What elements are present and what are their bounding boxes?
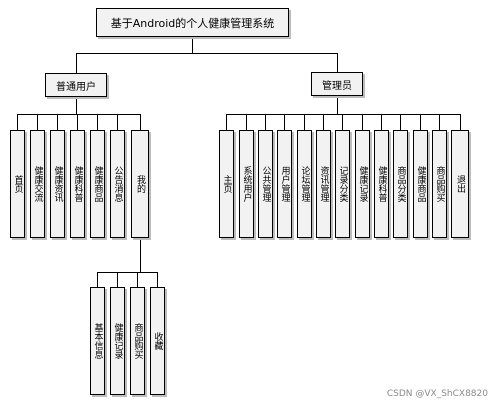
user-leaf: 首页 <box>10 130 25 238</box>
user-leaf: 健康商品 <box>90 130 105 238</box>
user-group-box: 普通用户 <box>45 73 107 97</box>
admin-leaf: 资讯管理 <box>316 130 331 238</box>
admin-leaf: 商品分类 <box>393 130 408 238</box>
system-title: 基于Android的个人健康管理系统 <box>110 16 275 30</box>
my-sub-leaf: 基本信息 <box>90 287 105 395</box>
admin-leaf: 系统用户 <box>239 130 254 238</box>
my-sub-leaf: 收藏 <box>150 287 165 395</box>
csdn-watermark: CSDN @VX_ShCX8820 <box>386 389 488 399</box>
admin-leaf: 公共管理 <box>258 130 273 238</box>
user-leaf: 健康交流 <box>30 130 45 238</box>
user-leaf: 健康科普 <box>70 130 85 238</box>
admin-leaf: 商品购买 <box>432 130 447 238</box>
my-sub-leaf: 商品购买 <box>130 287 145 395</box>
admin-leaf: 主页 <box>219 130 234 238</box>
admin-leaf: 用户管理 <box>277 130 292 238</box>
admin-leaf: 健康商品 <box>413 130 428 238</box>
admin-leaf: 健康记录 <box>355 130 370 238</box>
admin-leaf: 记录分类 <box>335 130 350 238</box>
user-leaf: 健康资讯 <box>50 130 65 238</box>
user-leaf: 公告消息 <box>110 130 125 238</box>
admin-leaf: 健康科普 <box>374 130 389 238</box>
admin-group-box: 管理员 <box>311 72 363 96</box>
admin-leaf: 论坛管理 <box>297 130 312 238</box>
system-title-box: 基于Android的个人健康管理系统 <box>96 8 289 37</box>
user-leaf-my: 我的 <box>131 130 149 238</box>
admin-leaf: 退出 <box>451 130 469 238</box>
admin-group-label: 管理员 <box>322 80 352 92</box>
user-group-label: 普通用户 <box>56 81 96 93</box>
my-sub-leaf: 健康记录 <box>110 287 125 395</box>
